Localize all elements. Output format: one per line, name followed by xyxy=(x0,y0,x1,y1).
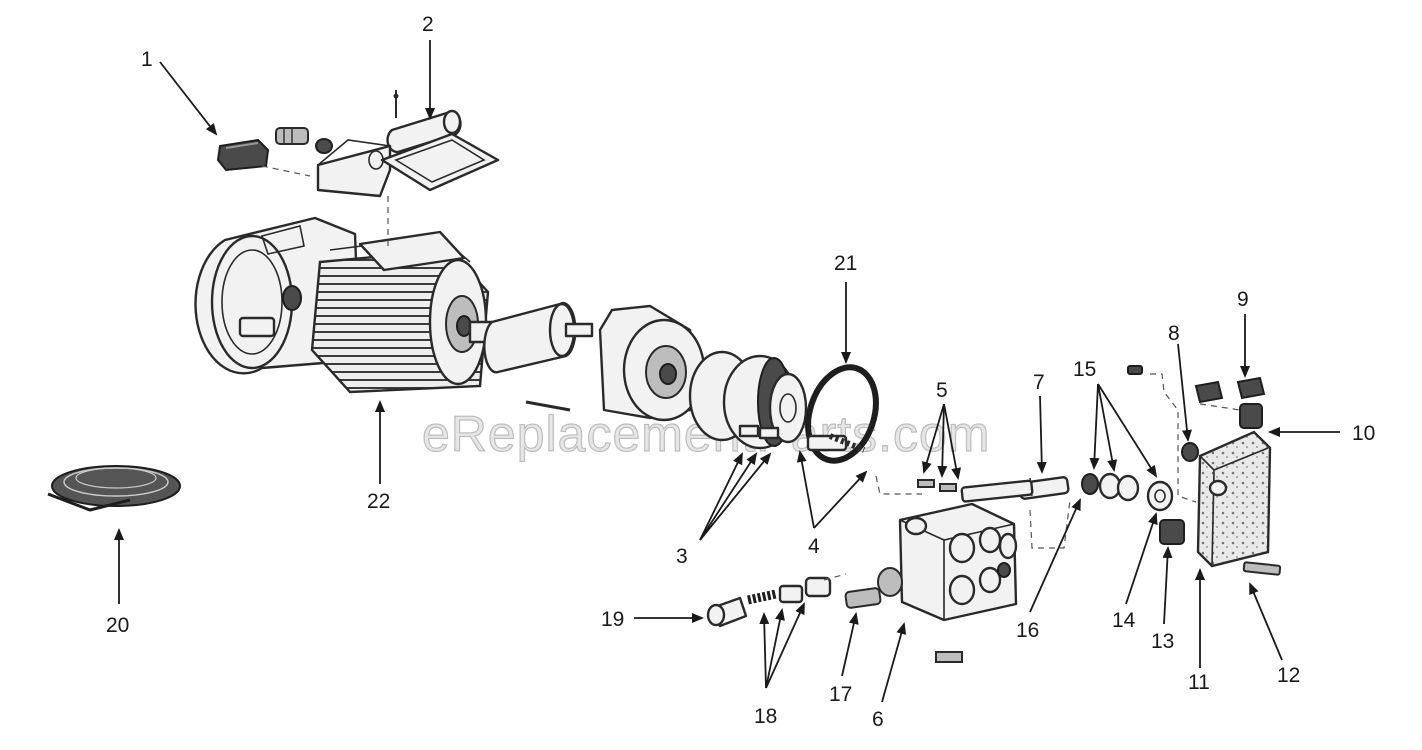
label-10: 10 xyxy=(1352,422,1375,445)
part-14-washer xyxy=(1146,480,1174,512)
part-10-valve xyxy=(1239,403,1263,429)
part-3-bearings xyxy=(738,424,780,440)
assembly-guidelines xyxy=(261,165,1241,581)
part-5-screws xyxy=(917,479,957,492)
part-shaft xyxy=(960,479,1034,503)
part-pump-flange xyxy=(525,304,706,422)
label-2: 2 xyxy=(422,13,434,36)
label-13: 13 xyxy=(1151,630,1174,653)
part-6-manifold xyxy=(877,502,1018,663)
part-21-o-ring xyxy=(805,364,879,464)
part-12-bolt xyxy=(1242,561,1282,576)
label-3: 3 xyxy=(676,545,688,568)
part-9-valve-caps xyxy=(1194,376,1266,404)
callout-arrows xyxy=(114,40,1340,703)
callout-labels: 1 2 3 4 5 6 7 8 9 10 11 12 13 14 15 16 1… xyxy=(106,13,1375,731)
label-7: 7 xyxy=(1033,371,1045,394)
label-21: 21 xyxy=(834,252,857,275)
label-11: 11 xyxy=(1188,671,1210,694)
label-15: 15 xyxy=(1073,358,1096,381)
label-14: 14 xyxy=(1112,609,1136,632)
label-16: 16 xyxy=(1016,619,1039,642)
part-junction-box xyxy=(316,132,500,198)
label-17: 17 xyxy=(829,683,852,706)
label-6: 6 xyxy=(872,708,884,731)
label-12: 12 xyxy=(1277,664,1300,687)
part-1-cap xyxy=(216,138,270,172)
part-18-spring-kit xyxy=(747,576,832,605)
part-22-motor xyxy=(310,230,490,394)
label-9: 9 xyxy=(1237,288,1249,311)
part-17-fitting xyxy=(844,587,882,609)
part-motor-end-bell xyxy=(194,216,362,375)
part-20-hose xyxy=(47,465,181,512)
label-19: 19 xyxy=(601,608,624,631)
part-8-o-ring xyxy=(1127,365,1199,462)
part-terminal-fittings xyxy=(275,127,333,154)
part-13-plug xyxy=(1159,519,1185,545)
label-5: 5 xyxy=(936,379,948,402)
label-4: 4 xyxy=(808,535,820,558)
part-15-seals xyxy=(1081,472,1140,502)
label-22: 22 xyxy=(367,490,390,513)
label-18: 18 xyxy=(754,705,777,728)
part-rotor xyxy=(468,302,594,374)
part-11-pump-head xyxy=(1196,430,1272,568)
part-19-cap xyxy=(706,596,748,628)
part-2-capacitor xyxy=(386,90,462,154)
part-4-pistons xyxy=(806,433,866,453)
label-20: 20 xyxy=(106,614,129,637)
label-1: 1 xyxy=(141,48,153,71)
label-8: 8 xyxy=(1168,322,1180,345)
